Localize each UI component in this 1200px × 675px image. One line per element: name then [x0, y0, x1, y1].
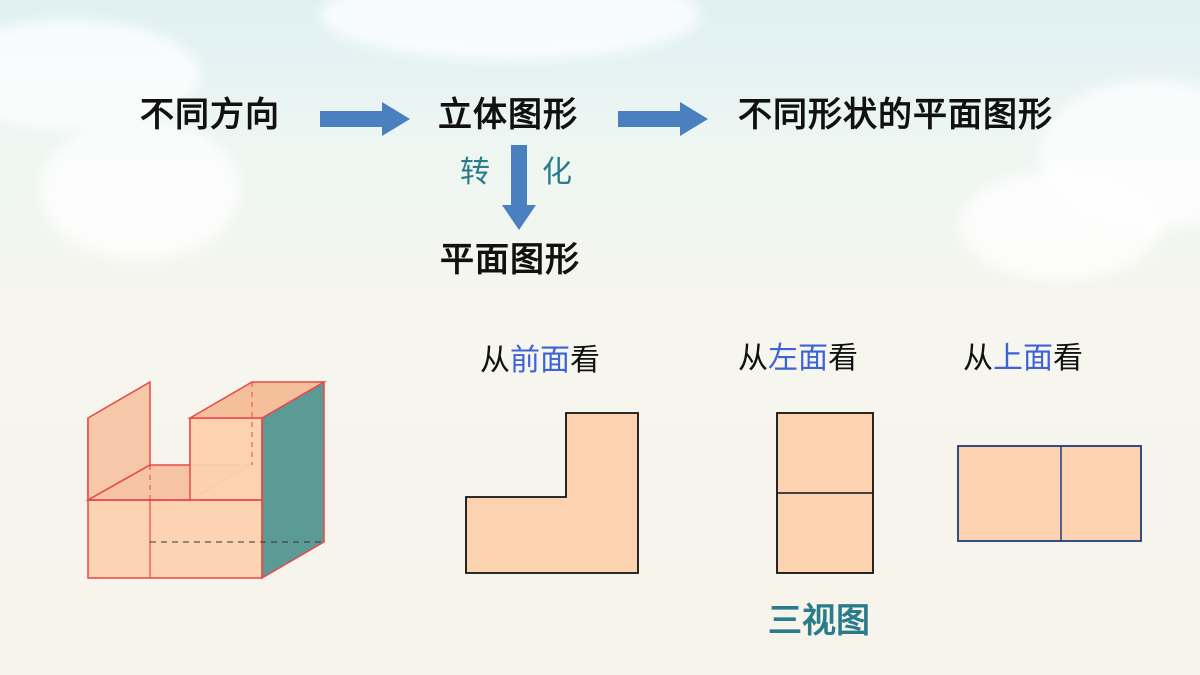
view-label-highlight: 左面 [768, 341, 828, 376]
three-view-caption: 三视图 [768, 601, 870, 641]
convert-label-left: 转 [460, 155, 490, 190]
cloud-decoration [960, 170, 1160, 280]
flow-step-directions: 不同方向 [140, 95, 280, 135]
view-label-highlight: 上面 [993, 341, 1053, 376]
convert-label-right: 化 [542, 155, 572, 190]
left-view-shape [776, 412, 874, 574]
cloud-decoration [0, 20, 200, 130]
view-label-top: 从上面看 [963, 344, 1083, 374]
view-label-front: 从前面看 [480, 346, 600, 376]
flow-step-solid-figure: 立体图形 [438, 95, 578, 135]
flow-step-plane-figure: 平面图形 [440, 240, 580, 280]
cloud-decoration [40, 120, 240, 260]
view-label-prefix: 从 [738, 341, 768, 376]
front-view-shape [465, 412, 639, 574]
view-label-suffix: 看 [570, 343, 600, 378]
solid-upper-front [189, 417, 263, 501]
view-label-highlight: 前面 [510, 343, 570, 378]
view-label-suffix: 看 [828, 341, 858, 376]
solid-figure [85, 380, 327, 580]
arrow-right-icon [320, 102, 410, 136]
flow-step-plane-shapes: 不同形状的平面图形 [738, 95, 1053, 135]
view-label-prefix: 从 [480, 343, 510, 378]
arrow-down-icon [502, 145, 536, 230]
view-label-suffix: 看 [1053, 341, 1083, 376]
view-label-left: 从左面看 [738, 344, 858, 374]
solid-upper-top [187, 381, 327, 419]
top-view-shape [957, 445, 1142, 542]
arrow-right-icon [618, 102, 708, 136]
view-label-prefix: 从 [963, 341, 993, 376]
